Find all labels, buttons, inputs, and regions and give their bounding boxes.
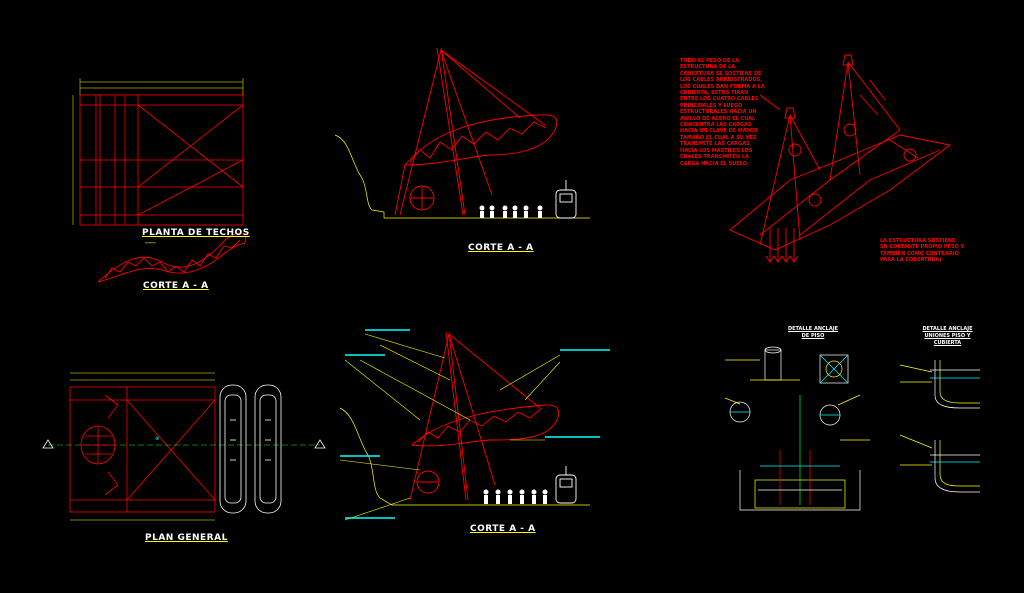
people-figures-bottom	[483, 489, 548, 504]
roof-plan-title: PLANTA DE TECHOS	[142, 228, 250, 238]
roof-plan-drawing	[72, 78, 244, 226]
people-figures-top	[479, 205, 543, 218]
general-plan-drawing: ⊕	[42, 372, 326, 521]
section-top-title: CORTE A - A	[468, 243, 534, 253]
isometric-structure-drawing	[729, 54, 952, 263]
detail-title-floor-anchor: DETALLE ANCLAJE DE PISO	[787, 326, 839, 339]
detail-title-roof-anchor: DETALLE ANCLAJE UNIONES PISO Y CUBIERTA	[922, 326, 973, 346]
section-bottom-drawing	[339, 329, 610, 521]
small-section-title: CORTE A - A	[143, 281, 209, 291]
roof-plan-scale: ━━━━━━	[145, 241, 156, 245]
small-section-drawing	[97, 232, 247, 283]
structure-note: TODO EL PESO DE LA ESTRUCTURA DE LA COBE…	[680, 58, 765, 167]
general-plan-title: PLAN GENERAL	[145, 533, 228, 543]
section-bottom-title: CORTE A - A	[470, 524, 536, 534]
svg-text:⊕: ⊕	[155, 436, 159, 442]
structure-note-2: LA ESTRUCTURA SOSTIENE SU CORTANTE PROPI…	[880, 238, 965, 264]
anchor-details-drawing	[724, 346, 980, 511]
section-top-drawing	[334, 47, 590, 219]
